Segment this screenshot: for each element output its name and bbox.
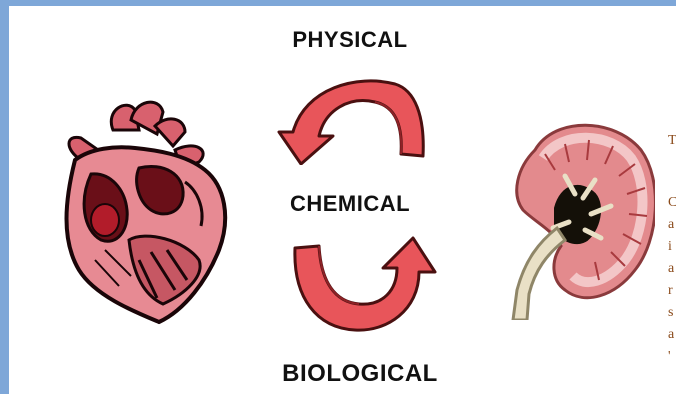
frame-border-top <box>0 0 676 6</box>
cropped-side-text: T C a i a r s a ' <box>668 134 676 394</box>
side-text-fragment: i <box>668 240 672 254</box>
biological-label: BIOLOGICAL <box>250 360 470 388</box>
frame-border-left <box>0 0 9 394</box>
kidney-illustration <box>495 110 655 320</box>
heart-illustration <box>35 90 245 330</box>
chemical-label: CHEMICAL <box>250 191 450 217</box>
curved-arrow-bottom <box>283 232 438 337</box>
curved-arrow-top <box>275 70 430 165</box>
side-text-fragment: C <box>668 196 676 210</box>
physical-label: PHYSICAL <box>250 27 450 53</box>
side-text-fragment: s <box>668 306 673 320</box>
side-text-fragment: T <box>668 134 676 148</box>
side-text-fragment: r <box>668 284 673 298</box>
side-text-fragment: a <box>668 218 674 232</box>
side-text-fragment: ' <box>668 350 671 364</box>
side-text-fragment: a <box>668 262 674 276</box>
side-text-fragment: a <box>668 328 674 342</box>
